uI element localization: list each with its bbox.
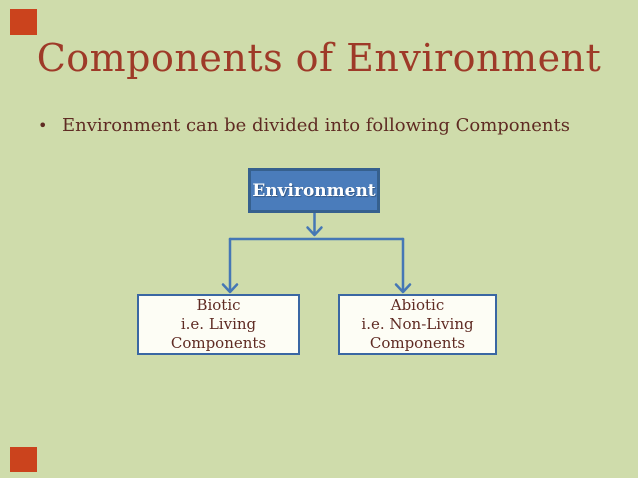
abiotic-line-3: Components — [369, 334, 466, 352]
diagram-box-environment: Environment — [248, 168, 380, 213]
corner-accent-square-top-left — [10, 9, 37, 35]
bullet-text: Environment can be divided into followin… — [62, 115, 570, 136]
connector-left-branch-arrow — [221, 237, 239, 294]
corner-accent-square-bottom-left — [10, 447, 37, 472]
abiotic-line-2: i.e. Non-Living — [361, 315, 474, 333]
abiotic-line-1: Abiotic — [390, 296, 445, 314]
slide-title: Components of Environment — [36, 36, 602, 80]
diagram-box-abiotic: Abiotic i.e. Non-Living Components — [338, 294, 497, 355]
diagram-box-environment-label: Environment — [252, 180, 376, 201]
biotic-line-1: Biotic — [196, 296, 241, 314]
connector-right-branch-arrow — [394, 237, 412, 294]
bullet-point-icon: • — [38, 116, 48, 135]
diagram-box-biotic: Biotic i.e. Living Components — [137, 294, 300, 355]
connector-root-down-arrow — [306, 211, 323, 237]
biotic-line-2: i.e. Living — [180, 315, 257, 333]
bullet-item: • Environment can be divided into follow… — [38, 112, 598, 140]
biotic-line-3: Components — [170, 334, 267, 352]
